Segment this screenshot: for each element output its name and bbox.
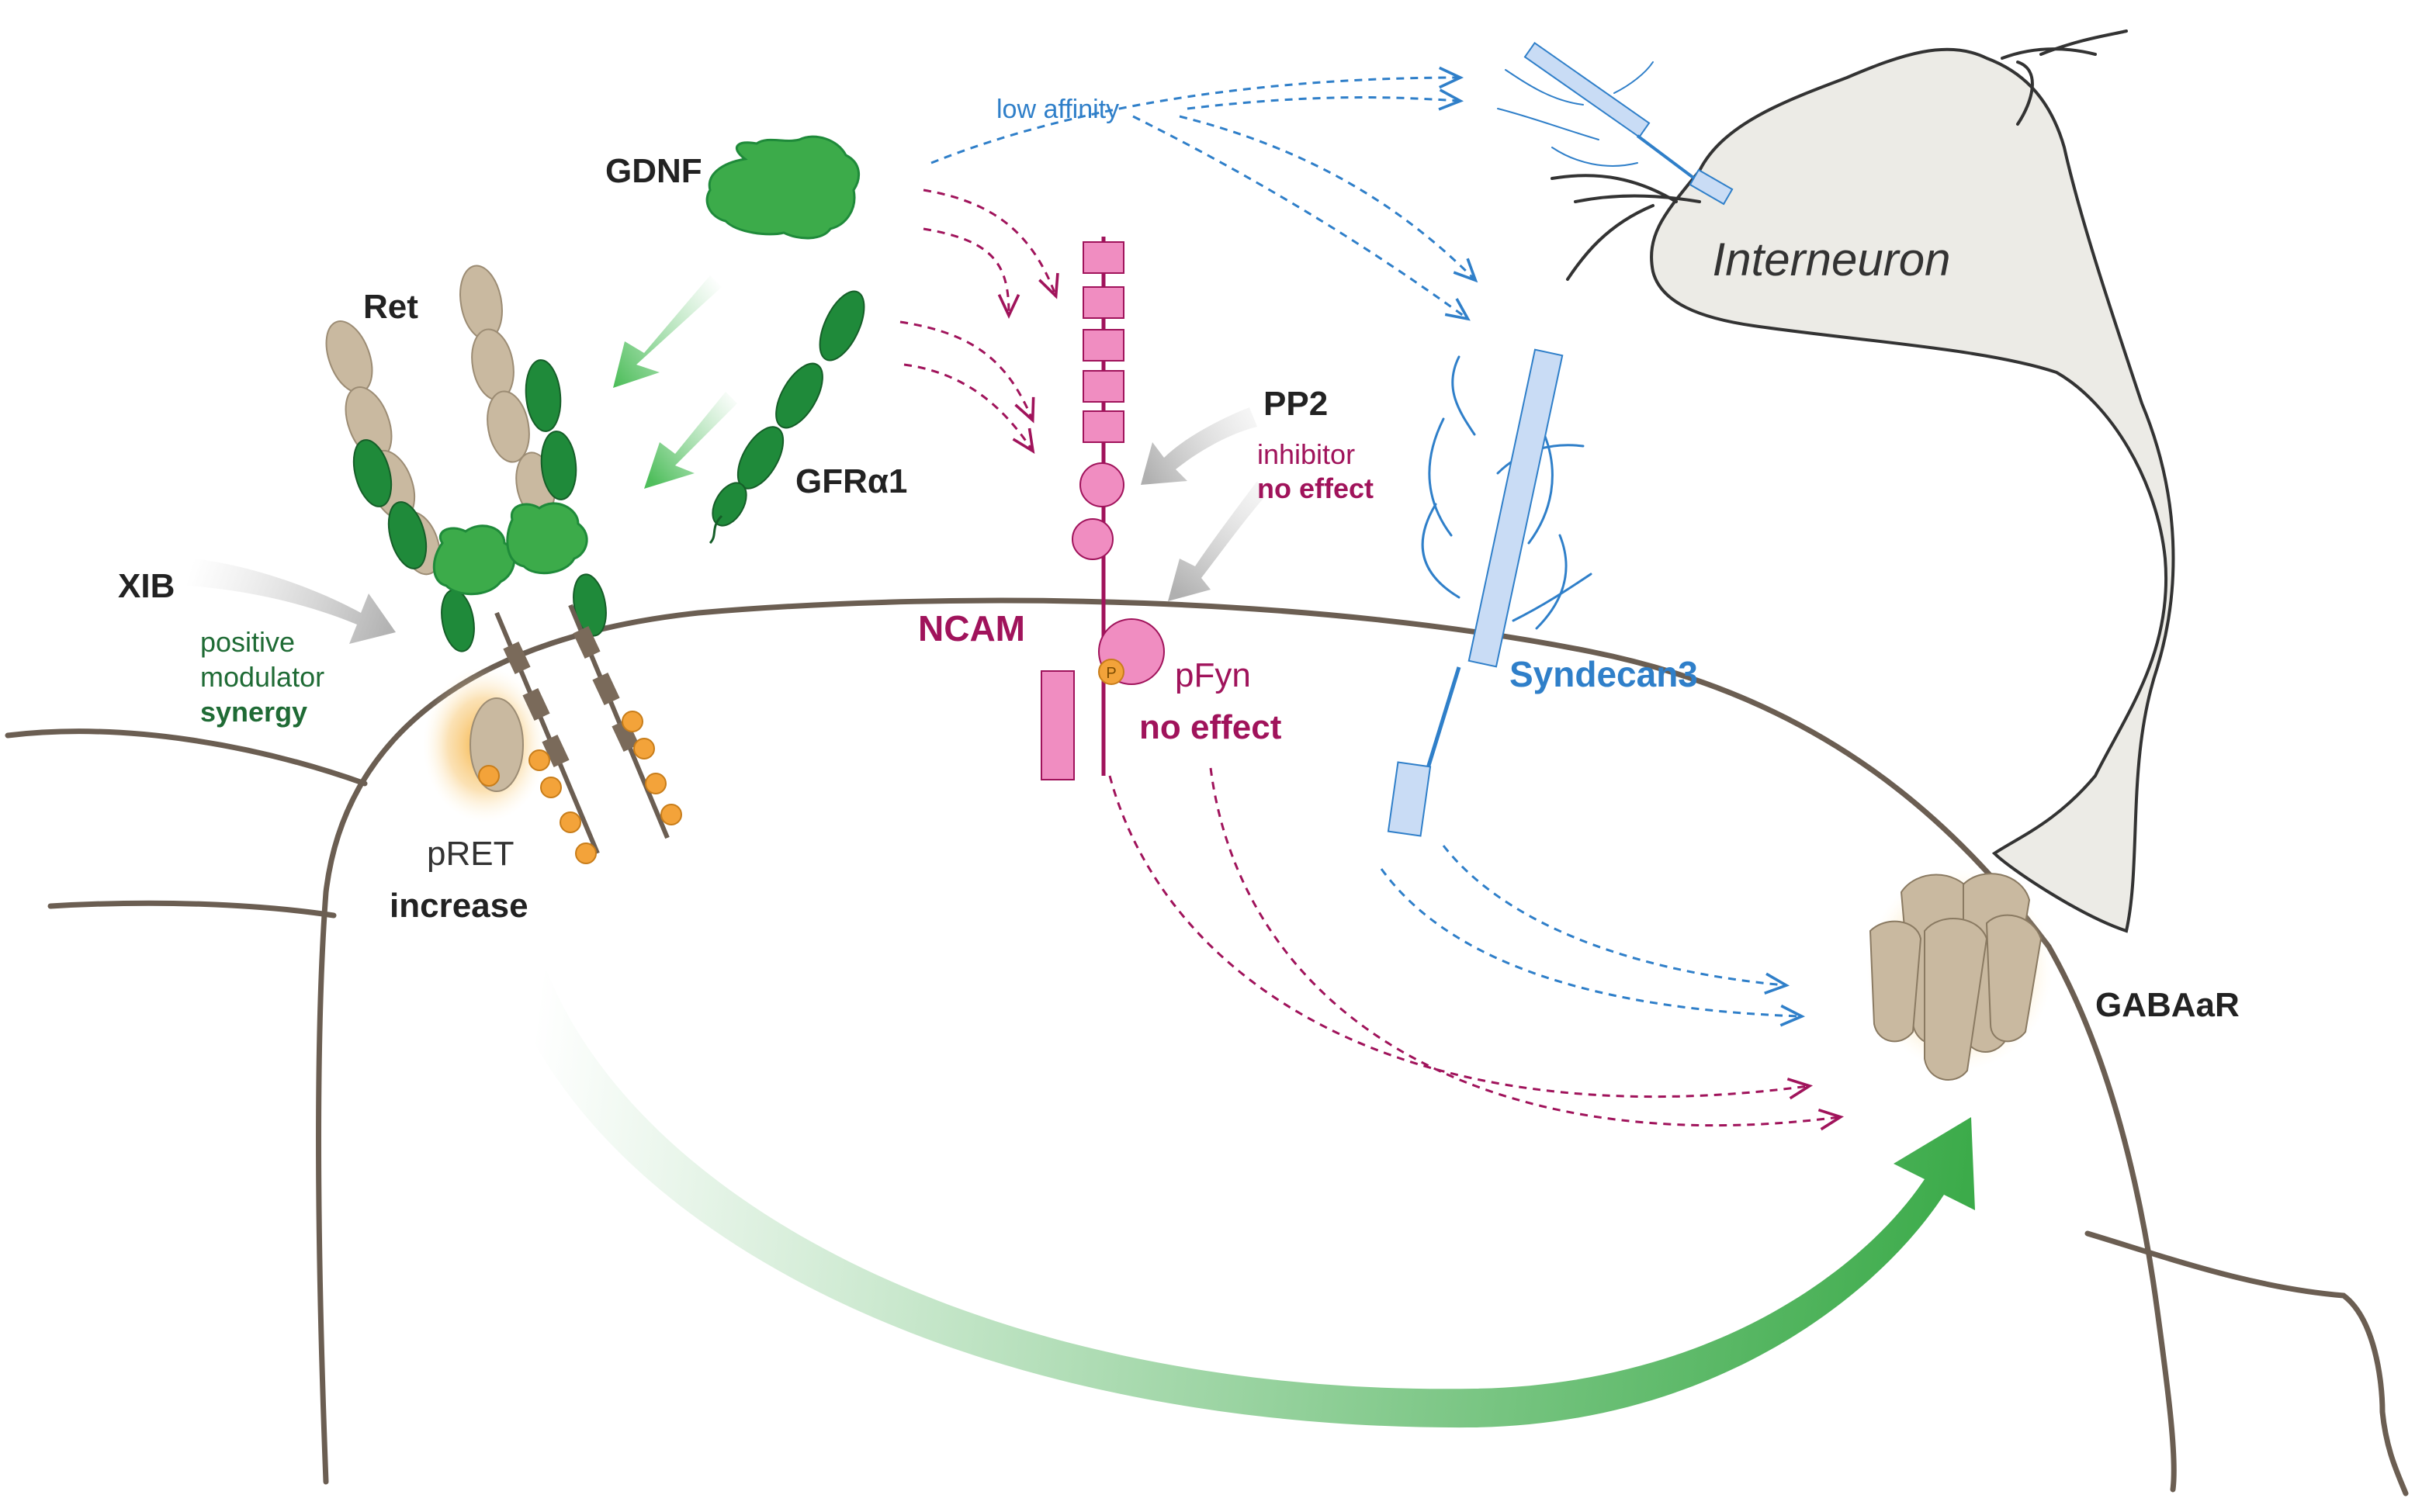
interneuron-syndecan: [1497, 41, 1734, 206]
syndecan3-label: Syndecan3: [1509, 654, 1698, 694]
interneuron-label: Interneuron: [1713, 234, 1951, 285]
interneuron-dendrites: [1551, 29, 2128, 281]
ret-label: Ret: [363, 288, 418, 326]
gdnf-label: GDNF: [605, 152, 702, 190]
gdnf-binding-arrow-1: [613, 275, 722, 388]
pp2-label: PP2: [1263, 385, 1328, 423]
syndecan3-receptor: Syndecan3: [1387, 348, 1698, 837]
xib-arrow: [186, 559, 396, 644]
gdnf-ligand: GDNF: [605, 135, 861, 240]
pfyn-kinase: P pFyn no effect: [1098, 618, 1282, 746]
ncam-dashed-arrows: [899, 189, 1845, 1131]
gdnf-binding-arrow-2: [644, 392, 737, 489]
syndecan3-dashed-arrows: [930, 66, 1806, 1027]
low-affinity-label: low affinity: [996, 95, 1119, 124]
pret-effect-label: increase: [390, 887, 528, 925]
pp2-role-label: inhibitor: [1257, 438, 1355, 470]
pp2-arrow-2: [1168, 481, 1265, 601]
interneuron-cell: Interneuron: [1551, 29, 2175, 933]
xib-role-line-3: synergy: [200, 696, 307, 728]
phospho-sites: [478, 711, 682, 864]
ncam-label: NCAM: [918, 608, 1025, 649]
pfyn-label: pFyn: [1175, 656, 1251, 694]
gfra1-label: GFRα1: [795, 462, 907, 500]
xib-role-line-1: positive: [200, 626, 295, 658]
pp2-arrow-1: [1141, 407, 1257, 485]
gfra1-free: [709, 290, 865, 545]
ret-receptor-complex: Ret: [325, 265, 682, 864]
pret-label: pRET: [427, 835, 514, 873]
pfyn-phospho: P: [1106, 665, 1116, 682]
postsynaptic-cell-membrane: [5, 597, 2409, 1496]
pp2-effect-label: no effect: [1257, 472, 1374, 504]
xib-label: XIB: [118, 567, 175, 605]
ncam-receptor: NCAM: [918, 237, 1124, 780]
xib-role-line-2: modulator: [200, 661, 324, 693]
ret-to-gabaar-arrow: [504, 962, 1975, 1428]
gabaar-label: GABAaR: [2095, 986, 2240, 1024]
gabaa-receptor: GABAaR: [1866, 869, 2240, 1081]
pfyn-effect-label: no effect: [1139, 708, 1282, 746]
